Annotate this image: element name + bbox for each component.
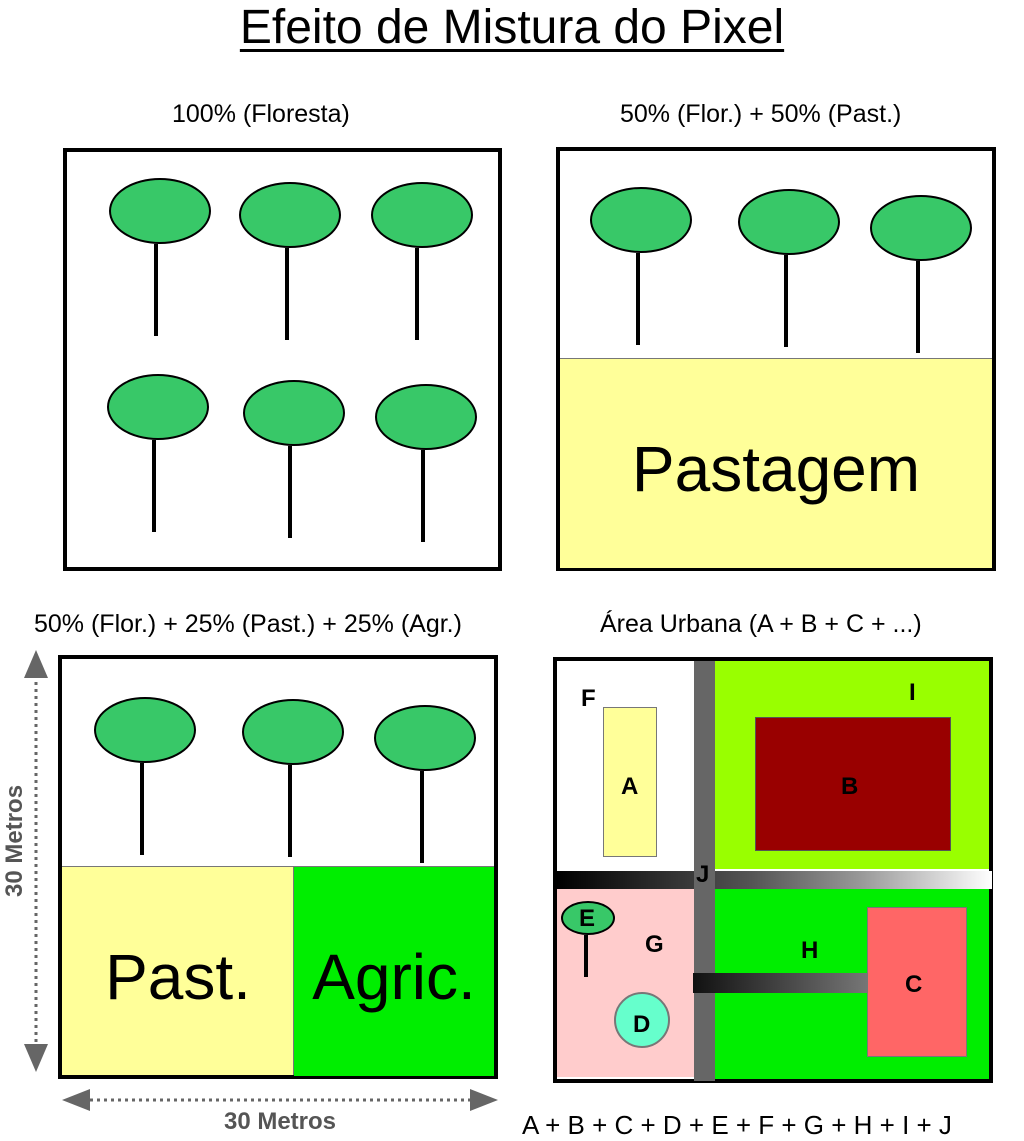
vertical-dimension-label: 30 Metros — [1, 784, 28, 897]
label-h: H — [801, 937, 819, 964]
driveway — [693, 973, 869, 993]
tree-trunk-icon — [285, 248, 289, 340]
mixed-pixel-panel: Past. Agric. — [58, 655, 498, 1079]
pool-d — [614, 992, 670, 1048]
tree-trunk-icon — [152, 440, 156, 532]
tree-canopy-icon — [242, 699, 344, 765]
roof-c — [867, 907, 967, 1057]
forest-pixel-panel — [63, 148, 502, 571]
tree-canopy-icon — [243, 380, 345, 446]
label-d: D — [633, 1011, 651, 1038]
horizontal-dimension-label: 30 Metros — [223, 1108, 337, 1135]
vertical-dimension-arrow — [24, 650, 48, 1072]
pasture-area: Pastagem — [560, 358, 992, 568]
tree-canopy-icon — [107, 374, 209, 440]
diagram-title: Efeito de Mistura do Pixel — [239, 1, 785, 54]
label-i: I — [909, 679, 916, 706]
tree-canopy-icon — [371, 182, 473, 248]
tree-trunk-icon — [288, 765, 292, 857]
tree-canopy-icon — [375, 384, 477, 450]
urban-pixel-panel: F A I B J E G H C D — [553, 657, 993, 1083]
urban-sum-formula: A + B + C + D + E + F + G + H + I + J — [522, 1110, 952, 1140]
pasture-label: Past. — [105, 941, 251, 1013]
tree-trunk-icon — [636, 253, 640, 345]
forest-pasture-panel-caption: 50% (Flor.) + 50% (Past.) — [620, 100, 902, 128]
tree-trunk-icon — [288, 446, 292, 538]
tree-trunk-icon — [421, 450, 425, 542]
label-f: F — [581, 685, 596, 712]
agriculture-label: Agric. — [312, 941, 476, 1013]
tree-canopy-icon — [738, 189, 840, 255]
tree-canopy-icon — [590, 187, 692, 253]
label-j: J — [696, 861, 710, 888]
tree-canopy-icon — [94, 697, 196, 763]
tree-trunk-icon — [140, 763, 144, 855]
tree-canopy-icon — [239, 182, 341, 248]
mixed-panel-caption: 50% (Flor.) + 25% (Past.) + 25% (Agr.) — [34, 610, 462, 638]
label-b: B — [841, 773, 859, 800]
tree-trunk-icon — [584, 935, 588, 977]
tree-canopy-icon — [109, 178, 211, 244]
urban-panel-caption: Área Urbana (A + B + C + ...) — [600, 610, 922, 638]
label-g: G — [645, 931, 664, 958]
tree-trunk-icon — [415, 248, 419, 340]
tree-canopy-icon — [374, 705, 476, 771]
label-c: C — [905, 971, 923, 998]
forest-pasture-pixel-panel: Pastagem — [556, 147, 996, 571]
pasture-label: Pastagem — [631, 433, 921, 505]
horizontal-road — [557, 871, 992, 889]
roof-b — [755, 717, 951, 851]
roof-a — [603, 707, 657, 857]
forest-panel-caption: 100% (Floresta) — [172, 100, 350, 128]
tree-trunk-icon — [916, 261, 920, 353]
label-e: E — [579, 905, 596, 932]
tree-trunk-icon — [420, 771, 424, 863]
pasture-area: Past. — [62, 866, 294, 1075]
horizontal-dimension-arrow — [62, 1089, 498, 1111]
tree-trunk-icon — [154, 244, 158, 336]
agriculture-area: Agric. — [294, 866, 494, 1076]
label-a: A — [621, 773, 639, 800]
tree-trunk-icon — [784, 255, 788, 347]
tree-canopy-icon — [870, 195, 972, 261]
tree-canopy-icon — [561, 901, 615, 935]
